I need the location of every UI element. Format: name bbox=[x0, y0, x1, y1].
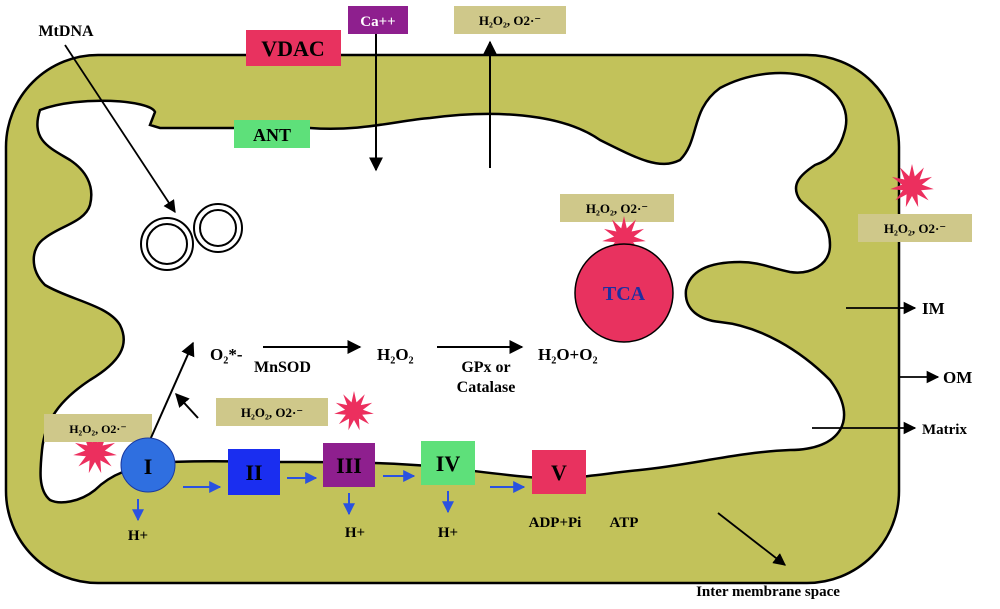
complex-5: V bbox=[532, 450, 586, 494]
catalase-label: Catalase bbox=[457, 379, 516, 396]
ros-box-left: H₂O₂, O2·⁻ bbox=[44, 414, 152, 442]
ros-box-right: H₂O₂, O2·⁻ bbox=[858, 214, 972, 242]
vdac-box: VDAC bbox=[246, 30, 341, 66]
ros-box-mid: H₂O₂, O2·⁻ bbox=[216, 398, 328, 426]
ca-label: Ca++ bbox=[360, 14, 395, 30]
burst-icon bbox=[73, 430, 117, 474]
complex-1-ros-arrow bbox=[175, 392, 199, 419]
complex-1-superoxide-arrow bbox=[149, 341, 195, 441]
ims-label: Inter membrane space bbox=[696, 584, 840, 600]
mtdna-rings bbox=[140, 203, 243, 271]
mtdna-arrow bbox=[64, 44, 176, 214]
ros-left-label: H₂O₂, O2·⁻ bbox=[69, 422, 127, 436]
h2o2-label: H₂O₂ bbox=[377, 345, 414, 364]
om-label: OM bbox=[943, 368, 972, 387]
burst-icon bbox=[890, 164, 934, 208]
ros-top-label: H₂O₂, O2·⁻ bbox=[479, 13, 541, 28]
ims-arrow bbox=[717, 512, 786, 566]
adp-label: ADP+Pi bbox=[529, 515, 582, 531]
matrix-label: Matrix bbox=[922, 422, 967, 438]
ros-mid-label: H₂O₂, O2·⁻ bbox=[241, 405, 303, 420]
ros-tca-label: H₂O₂, O2·⁻ bbox=[586, 201, 648, 216]
tca-label: TCA bbox=[603, 283, 646, 305]
ros-box-tca: H₂O₂, O2·⁻ bbox=[560, 194, 674, 222]
water-label: H₂O+O₂ bbox=[538, 345, 598, 364]
complex-1-label: I bbox=[144, 454, 153, 479]
complex-1: I bbox=[120, 437, 176, 493]
ant-label: ANT bbox=[253, 125, 291, 145]
proton-arrows bbox=[132, 491, 454, 522]
complex-3-label: III bbox=[336, 453, 362, 478]
inner-membrane-matrix bbox=[32, 71, 848, 504]
complex-4-label: IV bbox=[436, 451, 461, 476]
complex-2: II bbox=[228, 449, 280, 495]
hplus-1-label: H+ bbox=[128, 528, 148, 544]
complex-3: III bbox=[323, 443, 375, 487]
complex-5-label: V bbox=[551, 460, 567, 485]
hplus-4-label: H+ bbox=[438, 525, 458, 541]
mnsod-label: MnSOD bbox=[254, 359, 311, 376]
complex-2-label: II bbox=[245, 460, 262, 485]
ros-box-top: H₂O₂, O2·⁻ bbox=[454, 6, 566, 34]
im-label: IM bbox=[922, 299, 945, 318]
vdac-label: VDAC bbox=[261, 36, 325, 61]
complex-4: IV bbox=[421, 441, 475, 485]
atp-label: ATP bbox=[610, 515, 639, 531]
electron-flow-arrows bbox=[183, 470, 526, 493]
tca-circle: TCA bbox=[574, 243, 674, 343]
gpx-label: GPx or bbox=[461, 359, 510, 376]
ant-box: ANT bbox=[234, 120, 310, 148]
burst-icon bbox=[334, 391, 374, 431]
superoxide-label: O₂*- bbox=[210, 345, 243, 364]
ca-box: Ca++ bbox=[348, 6, 408, 34]
mtdna-label: MtDNA bbox=[38, 23, 94, 40]
ros-right-label: H₂O₂, O2·⁻ bbox=[884, 221, 946, 236]
hplus-3-label: H+ bbox=[345, 525, 365, 541]
